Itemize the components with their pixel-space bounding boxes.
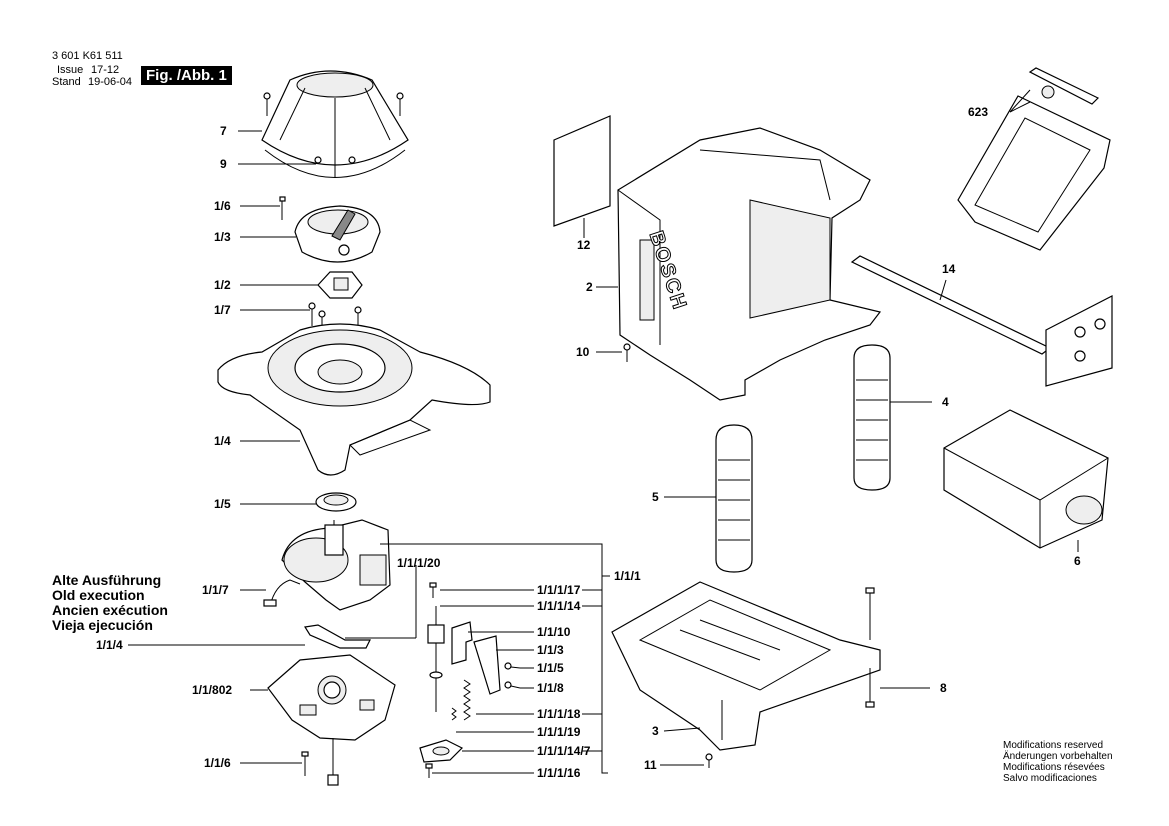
callout-10: 10	[576, 345, 590, 359]
callout-1-3: 1/3	[214, 230, 231, 244]
callout-1-1-8: 1/1/8	[537, 681, 564, 695]
callout-1-1-1-19: 1/1/1/19	[537, 725, 581, 739]
part-1-1-6-screw	[301, 751, 309, 776]
part-1-1-1-motor-assembly	[281, 519, 391, 611]
callout-1-1-1-14: 1/1/1/14	[537, 599, 581, 613]
callout-623: 623	[968, 105, 989, 119]
part-1-1-1-14-guide	[427, 606, 445, 712]
part-1-1-1-14-7-gasket	[419, 739, 464, 763]
callout-5: 5	[652, 490, 659, 504]
callout-9: 9	[220, 157, 227, 171]
legacy-note-es: Vieja ejecución	[52, 617, 153, 633]
issue-label: Issue	[57, 64, 84, 76]
part-1-1-8-screw	[504, 681, 521, 689]
callout-3: 3	[652, 724, 659, 738]
callout-1-1-3: 1/1/3	[537, 643, 564, 657]
callout-6: 6	[1074, 554, 1081, 568]
callout-2: 2	[586, 280, 593, 294]
part-8-foot-screw	[865, 668, 875, 708]
part-623-battery-cover	[957, 67, 1111, 251]
part-7-screws	[263, 92, 404, 116]
part-7-top-cage	[261, 70, 409, 178]
callout-1-1-1-17: 1/1/1/17	[537, 583, 581, 597]
callout-1-1-1-14-7: 1/1/1/14/7	[537, 744, 591, 758]
part-1-1-1-17-screw	[429, 582, 437, 598]
part-12-label	[553, 115, 611, 227]
modifications-es: Salvo modificaciones	[1003, 773, 1097, 784]
callout-1-1-1-20: 1/1/1/20	[397, 556, 441, 570]
callout-1-7: 1/7	[214, 303, 231, 317]
part-1-1-1-16-screw	[425, 763, 433, 778]
callout-14: 14	[942, 262, 956, 276]
legacy-note-de: Alte Ausführung	[52, 572, 162, 588]
callout-1-1-7: 1/1/7	[202, 583, 229, 597]
modifications-en: Modifications reserved	[1003, 740, 1104, 751]
part-2-housing	[617, 127, 882, 401]
stand-value: 19-06-04	[88, 76, 133, 88]
part-1-5-ring	[315, 492, 357, 512]
part-1-1-7-cable	[263, 579, 301, 607]
part-14-strap	[850, 255, 1113, 387]
callout-1-1-4: 1/1/4	[96, 638, 123, 652]
callout-1-1-802: 1/1/802	[192, 683, 233, 697]
part-1-2-prism-holder	[317, 271, 363, 299]
callout-1-5: 1/5	[214, 497, 231, 511]
callout-1-1-10: 1/1/10	[537, 625, 571, 639]
part-1-7-screws	[308, 302, 362, 334]
figure-label: Fig. /Abb. 1	[141, 66, 232, 85]
part-5-bellows	[715, 424, 753, 573]
part-10-screw	[623, 343, 631, 362]
legacy-execution-note: Alte Ausführung Old execution Ancien exé…	[52, 573, 168, 633]
callout-1-1-1-18: 1/1/1/18	[537, 707, 581, 721]
part-1-1-802-circuit-board	[267, 654, 396, 786]
part-1-6-screw	[279, 196, 286, 220]
part-1-1-5-screw	[504, 662, 521, 670]
callout-1-6: 1/6	[214, 199, 231, 213]
callout-1-1-6: 1/1/6	[204, 756, 231, 770]
leader-lines	[128, 89, 1079, 774]
callout-7: 7	[220, 124, 227, 138]
callout-11: 11	[644, 758, 657, 772]
part-1-1-3-plate	[473, 635, 501, 695]
callout-1-1-1: 1/1/1	[614, 569, 641, 583]
part-3-bottom-housing	[611, 581, 881, 751]
part-1-1-1-19-spring	[451, 707, 457, 721]
legacy-note-fr: Ancien exécution	[52, 602, 168, 618]
callout-1-1-1-16: 1/1/1/16	[537, 766, 581, 780]
callout-12: 12	[577, 238, 591, 252]
callout-1-1-5: 1/1/5	[537, 661, 564, 675]
issue-value: 17-12	[91, 64, 120, 76]
callout-4: 4	[942, 395, 949, 409]
modifications-fr: Modifications résevées	[1003, 762, 1105, 773]
part-number: 3 601 K61 511	[52, 50, 123, 62]
part-4-bellows	[853, 344, 891, 491]
part-1-3-rotor-head	[294, 205, 381, 263]
modifications-notice: Modifications reserved Änderungen vorbeh…	[1003, 740, 1113, 784]
callout-1-4: 1/4	[214, 434, 231, 448]
callout-8: 8	[940, 681, 947, 695]
modifications-de: Änderungen vorbehalten	[1003, 751, 1113, 762]
part-1-1-10-bracket	[451, 621, 473, 665]
part-1-4-base-frame	[217, 323, 491, 476]
stand-label: Stand	[52, 76, 81, 88]
callout-1-2: 1/2	[214, 278, 231, 292]
part-1-1-1-18-spring	[463, 679, 471, 721]
legacy-note-en: Old execution	[52, 587, 145, 603]
part-1-1-4-clip	[304, 624, 371, 649]
part-6-battery-compartment	[943, 409, 1109, 549]
part-11-screw	[705, 753, 713, 768]
